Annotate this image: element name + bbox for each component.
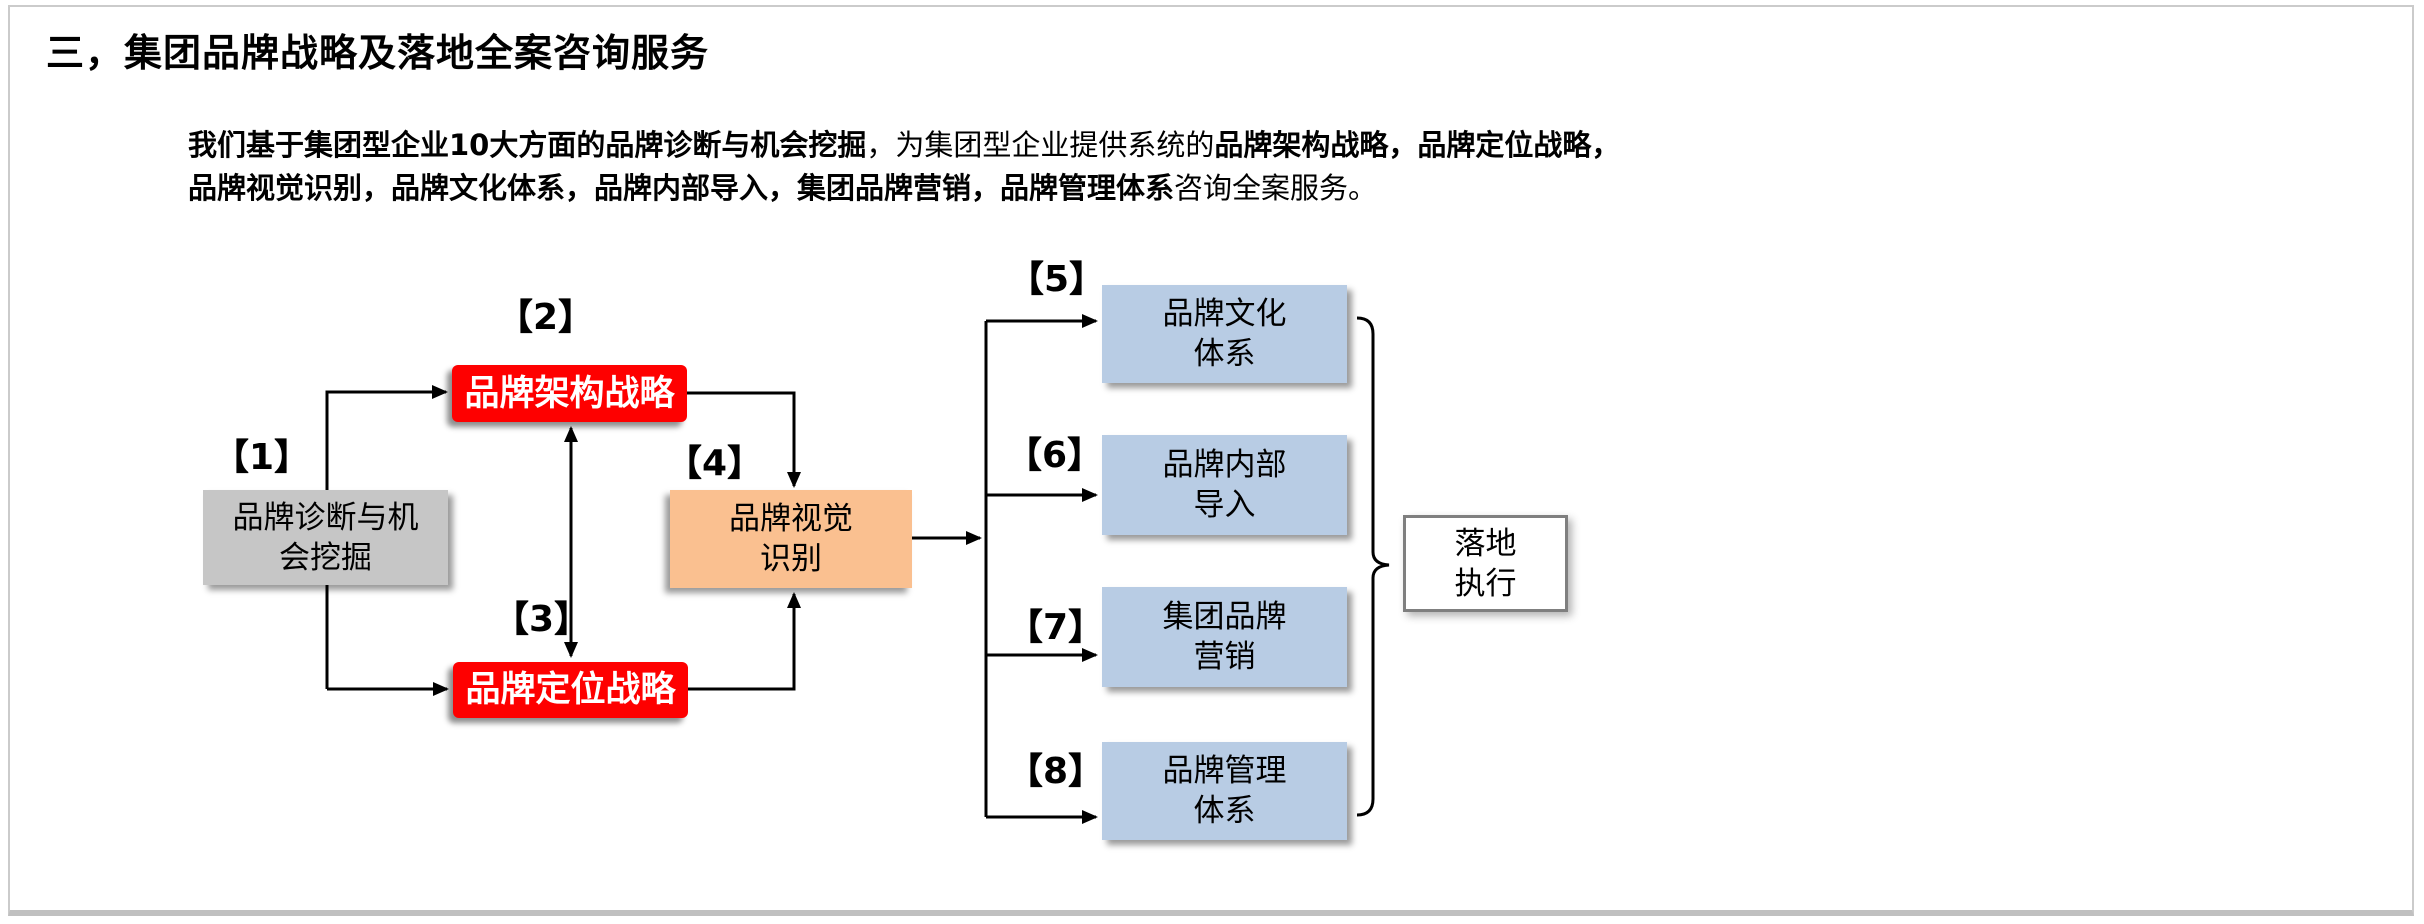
step-marker-7: 【7】 [1007, 607, 1105, 648]
node-brand-diagnosis: 品牌诊断与机 会挖掘 [203, 490, 448, 585]
node-label-line: 落地 [1454, 525, 1517, 562]
intro-bold-segment: 品牌视觉识别，品牌文化体系，品牌内部导入，集团品牌营销，品牌管理体系 [188, 171, 1175, 205]
intro-regular-segment: 咨询全案服务。 [1174, 171, 1378, 205]
gather-brace [1356, 316, 1390, 817]
node-brand-positioning-strategy: 品牌定位战略 [453, 662, 688, 718]
node-brand-culture-system: 品牌文化 体系 [1102, 285, 1347, 383]
node-label-line: 品牌诊断与机 [232, 499, 419, 536]
step-marker-2: 【2】 [497, 297, 595, 338]
intro-paragraph: 我们基于集团型企业10大方面的品牌诊断与机会挖掘，为集团型企业提供系统的品牌架构… [188, 124, 1620, 210]
node-label-line: 体系 [1193, 336, 1256, 372]
node-label-line: 执行 [1454, 565, 1517, 602]
node-brand-visual-identity: 品牌视觉 识别 [670, 490, 912, 588]
node-label-line: 识别 [760, 541, 822, 577]
step-marker-8: 【8】 [1007, 751, 1105, 792]
node-label-line: 体系 [1193, 793, 1256, 829]
node-label-line: 会挖掘 [279, 539, 372, 576]
intro-line-1: 我们基于集团型企业10大方面的品牌诊断与机会挖掘，为集团型企业提供系统的品牌架构… [188, 124, 1620, 167]
step-marker-4: 【4】 [666, 443, 764, 484]
intro-bold-segment: 我们基于集团型企业10大方面的品牌诊断与机会挖掘 [188, 128, 867, 162]
node-brand-internal-adoption: 品牌内部 导入 [1102, 435, 1347, 535]
node-label-line: 品牌管理 [1162, 753, 1287, 789]
step-marker-5: 【5】 [1008, 259, 1106, 300]
node-label-line: 品牌文化 [1162, 296, 1287, 332]
node-label-line: 品牌架构战略 [464, 373, 675, 414]
node-label-line: 品牌定位战略 [465, 670, 676, 710]
edge-positioning-to-visual [688, 592, 801, 691]
intro-line-2: 品牌视觉识别，品牌文化体系，品牌内部导入，集团品牌营销，品牌管理体系咨询全案服务… [188, 167, 1620, 210]
node-brand-architecture-strategy: 品牌架构战略 [452, 365, 687, 422]
node-group-brand-marketing: 集团品牌 营销 [1102, 587, 1347, 687]
node-label-line: 集团品牌 [1162, 599, 1287, 635]
step-marker-3: 【3】 [493, 599, 591, 640]
intro-bold-segment: 品牌架构战略，品牌定位战略， [1214, 128, 1621, 162]
step-marker-1: 【1】 [213, 437, 311, 478]
node-label-line: 营销 [1193, 639, 1256, 675]
node-label-line: 导入 [1193, 487, 1256, 523]
node-landing-execution: 落地 执行 [1403, 515, 1568, 612]
intro-regular-segment: ，为集团型企业提供系统的 [866, 128, 1215, 162]
node-label-line: 品牌视觉 [729, 501, 853, 537]
step-marker-6: 【6】 [1006, 435, 1104, 476]
page-title: 三，集团品牌战略及落地全案咨询服务 [46, 31, 710, 75]
node-brand-management-system: 品牌管理 体系 [1102, 742, 1347, 840]
node-label-line: 品牌内部 [1162, 447, 1287, 483]
